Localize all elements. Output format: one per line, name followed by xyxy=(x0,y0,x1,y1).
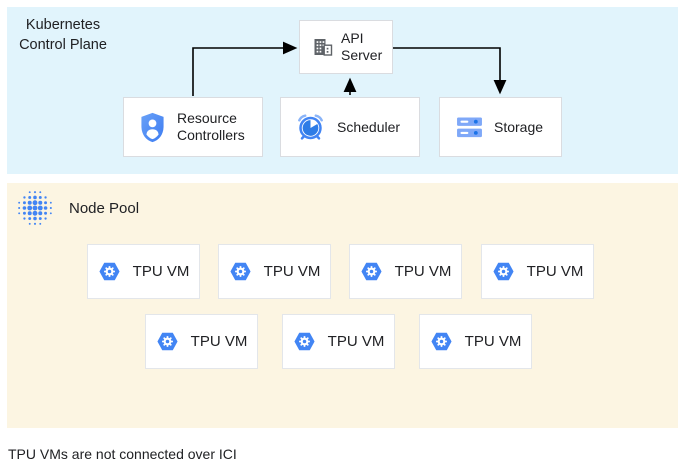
hexagon-gear-icon xyxy=(293,331,316,352)
hexagon-gear-icon xyxy=(156,331,179,352)
tpu-vm-box: TPU VM xyxy=(218,244,331,299)
alarm-clock-icon xyxy=(298,113,323,140)
hexagon-gear-icon xyxy=(98,261,121,282)
tpu-vm-label: TPU VM xyxy=(190,333,248,350)
control-plane-title: Kubernetes Control Plane xyxy=(19,17,107,53)
tpu-vm-label: TPU VM xyxy=(464,333,522,350)
api-server-label: API Server xyxy=(341,30,383,63)
node-pool-header: Node Pool xyxy=(16,189,139,227)
storage-box: Storage xyxy=(439,97,562,157)
tpu-vm-label: TPU VM xyxy=(394,263,452,280)
server-stack-icon xyxy=(457,116,482,137)
scheduler-box: Scheduler xyxy=(280,97,420,157)
node-pool-label: Node Pool xyxy=(69,199,140,217)
tpu-vm-box: TPU VM xyxy=(349,244,462,299)
tpu-vm-box: TPU VM xyxy=(419,314,532,369)
tpu-vm-label: TPU VM xyxy=(263,263,321,280)
tpu-vm-label: TPU VM xyxy=(132,263,190,280)
tpu-vm-box: TPU VM xyxy=(481,244,594,299)
hexagon-gear-icon xyxy=(430,331,453,352)
resource-controllers-label: Resource Controllers xyxy=(177,110,245,143)
shield-user-icon xyxy=(141,112,164,142)
hexagon-gear-icon xyxy=(229,261,252,282)
hexagon-gear-icon xyxy=(492,261,515,282)
resource-controllers-box: Resource Controllers xyxy=(123,97,263,157)
diagram-caption: TPU VMs are not connected over ICI xyxy=(8,446,237,462)
node-pool-region xyxy=(7,183,678,428)
api-server-box: API Server xyxy=(299,20,393,74)
storage-label: Storage xyxy=(494,118,544,135)
building-icon xyxy=(314,39,333,56)
dot-cluster-icon xyxy=(18,191,52,225)
tpu-vm-box: TPU VM xyxy=(282,314,395,369)
tpu-vm-box: TPU VM xyxy=(145,314,258,369)
hexagon-gear-icon xyxy=(360,261,383,282)
tpu-vm-label: TPU VM xyxy=(526,263,584,280)
tpu-vm-label: TPU VM xyxy=(327,333,385,350)
scheduler-label: Scheduler xyxy=(337,118,401,135)
tpu-vm-box: TPU VM xyxy=(87,244,200,299)
